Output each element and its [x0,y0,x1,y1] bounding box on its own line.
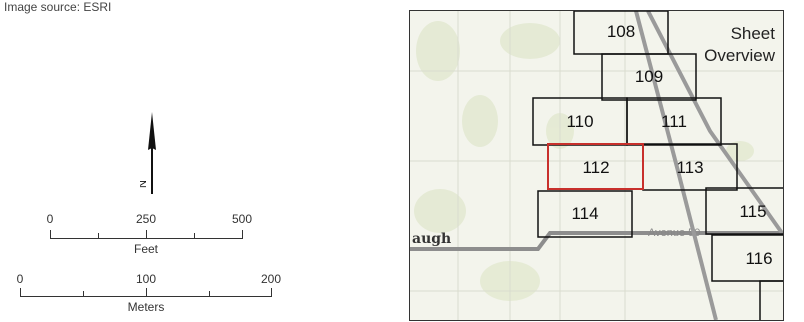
scale-meters-unit: Meters [127,300,165,314]
sheet-label-116: 116 [745,249,772,268]
overview-title-line2: Overview [704,46,775,65]
north-arrow-icon: N [137,112,156,194]
scale-bar-feet: 0 250 500 Feet [0,210,300,260]
sheet-label-112: 112 [582,158,609,177]
scale-meters-tick-100: 100 [135,272,157,286]
basemap: augh Avenue 50 108 109 110 111 112 113 [410,11,783,320]
sheet-overview-map[interactable]: augh Avenue 50 108 109 110 111 112 113 [409,10,784,321]
sheet-overview-title: Sheet Overview [704,23,775,67]
overview-title-line1: Sheet [730,24,775,43]
scale-feet-tick-500: 500 [231,212,253,226]
scale-bar-meters: 0 100 200 Meters [0,270,300,320]
sheet-111[interactable] [626,97,722,146]
scale-meters-tick-200: 200 [260,272,282,286]
sheet-extra[interactable] [759,280,783,320]
north-arrow: N [137,110,164,205]
sheet-label-108: 108 [607,22,635,41]
sheet-112-selected[interactable] [547,143,644,190]
road-label-left: augh [412,231,451,247]
sheet-114[interactable] [537,190,633,238]
road-label-avenue: Avenue 50 [648,227,700,239]
sheet-label-115: 115 [739,202,766,221]
sheet-label-111: 111 [661,112,687,131]
sheet-label-114: 114 [571,204,598,223]
scale-feet-tick-0: 0 [46,212,54,226]
sheet-116[interactable] [711,234,783,282]
north-label: N [140,180,149,188]
scale-meters-tick-0: 0 [16,272,24,286]
sheet-109[interactable] [601,53,697,101]
sheet-label-110: 110 [566,112,593,131]
sheet-115[interactable] [705,187,783,235]
image-source-text: Image source: ESRI [4,0,112,14]
scale-feet-tick-250: 250 [135,212,157,226]
scale-feet-unit: Feet [133,242,159,256]
sheet-label-109: 109 [635,67,663,86]
sheet-label-113: 113 [676,158,703,177]
